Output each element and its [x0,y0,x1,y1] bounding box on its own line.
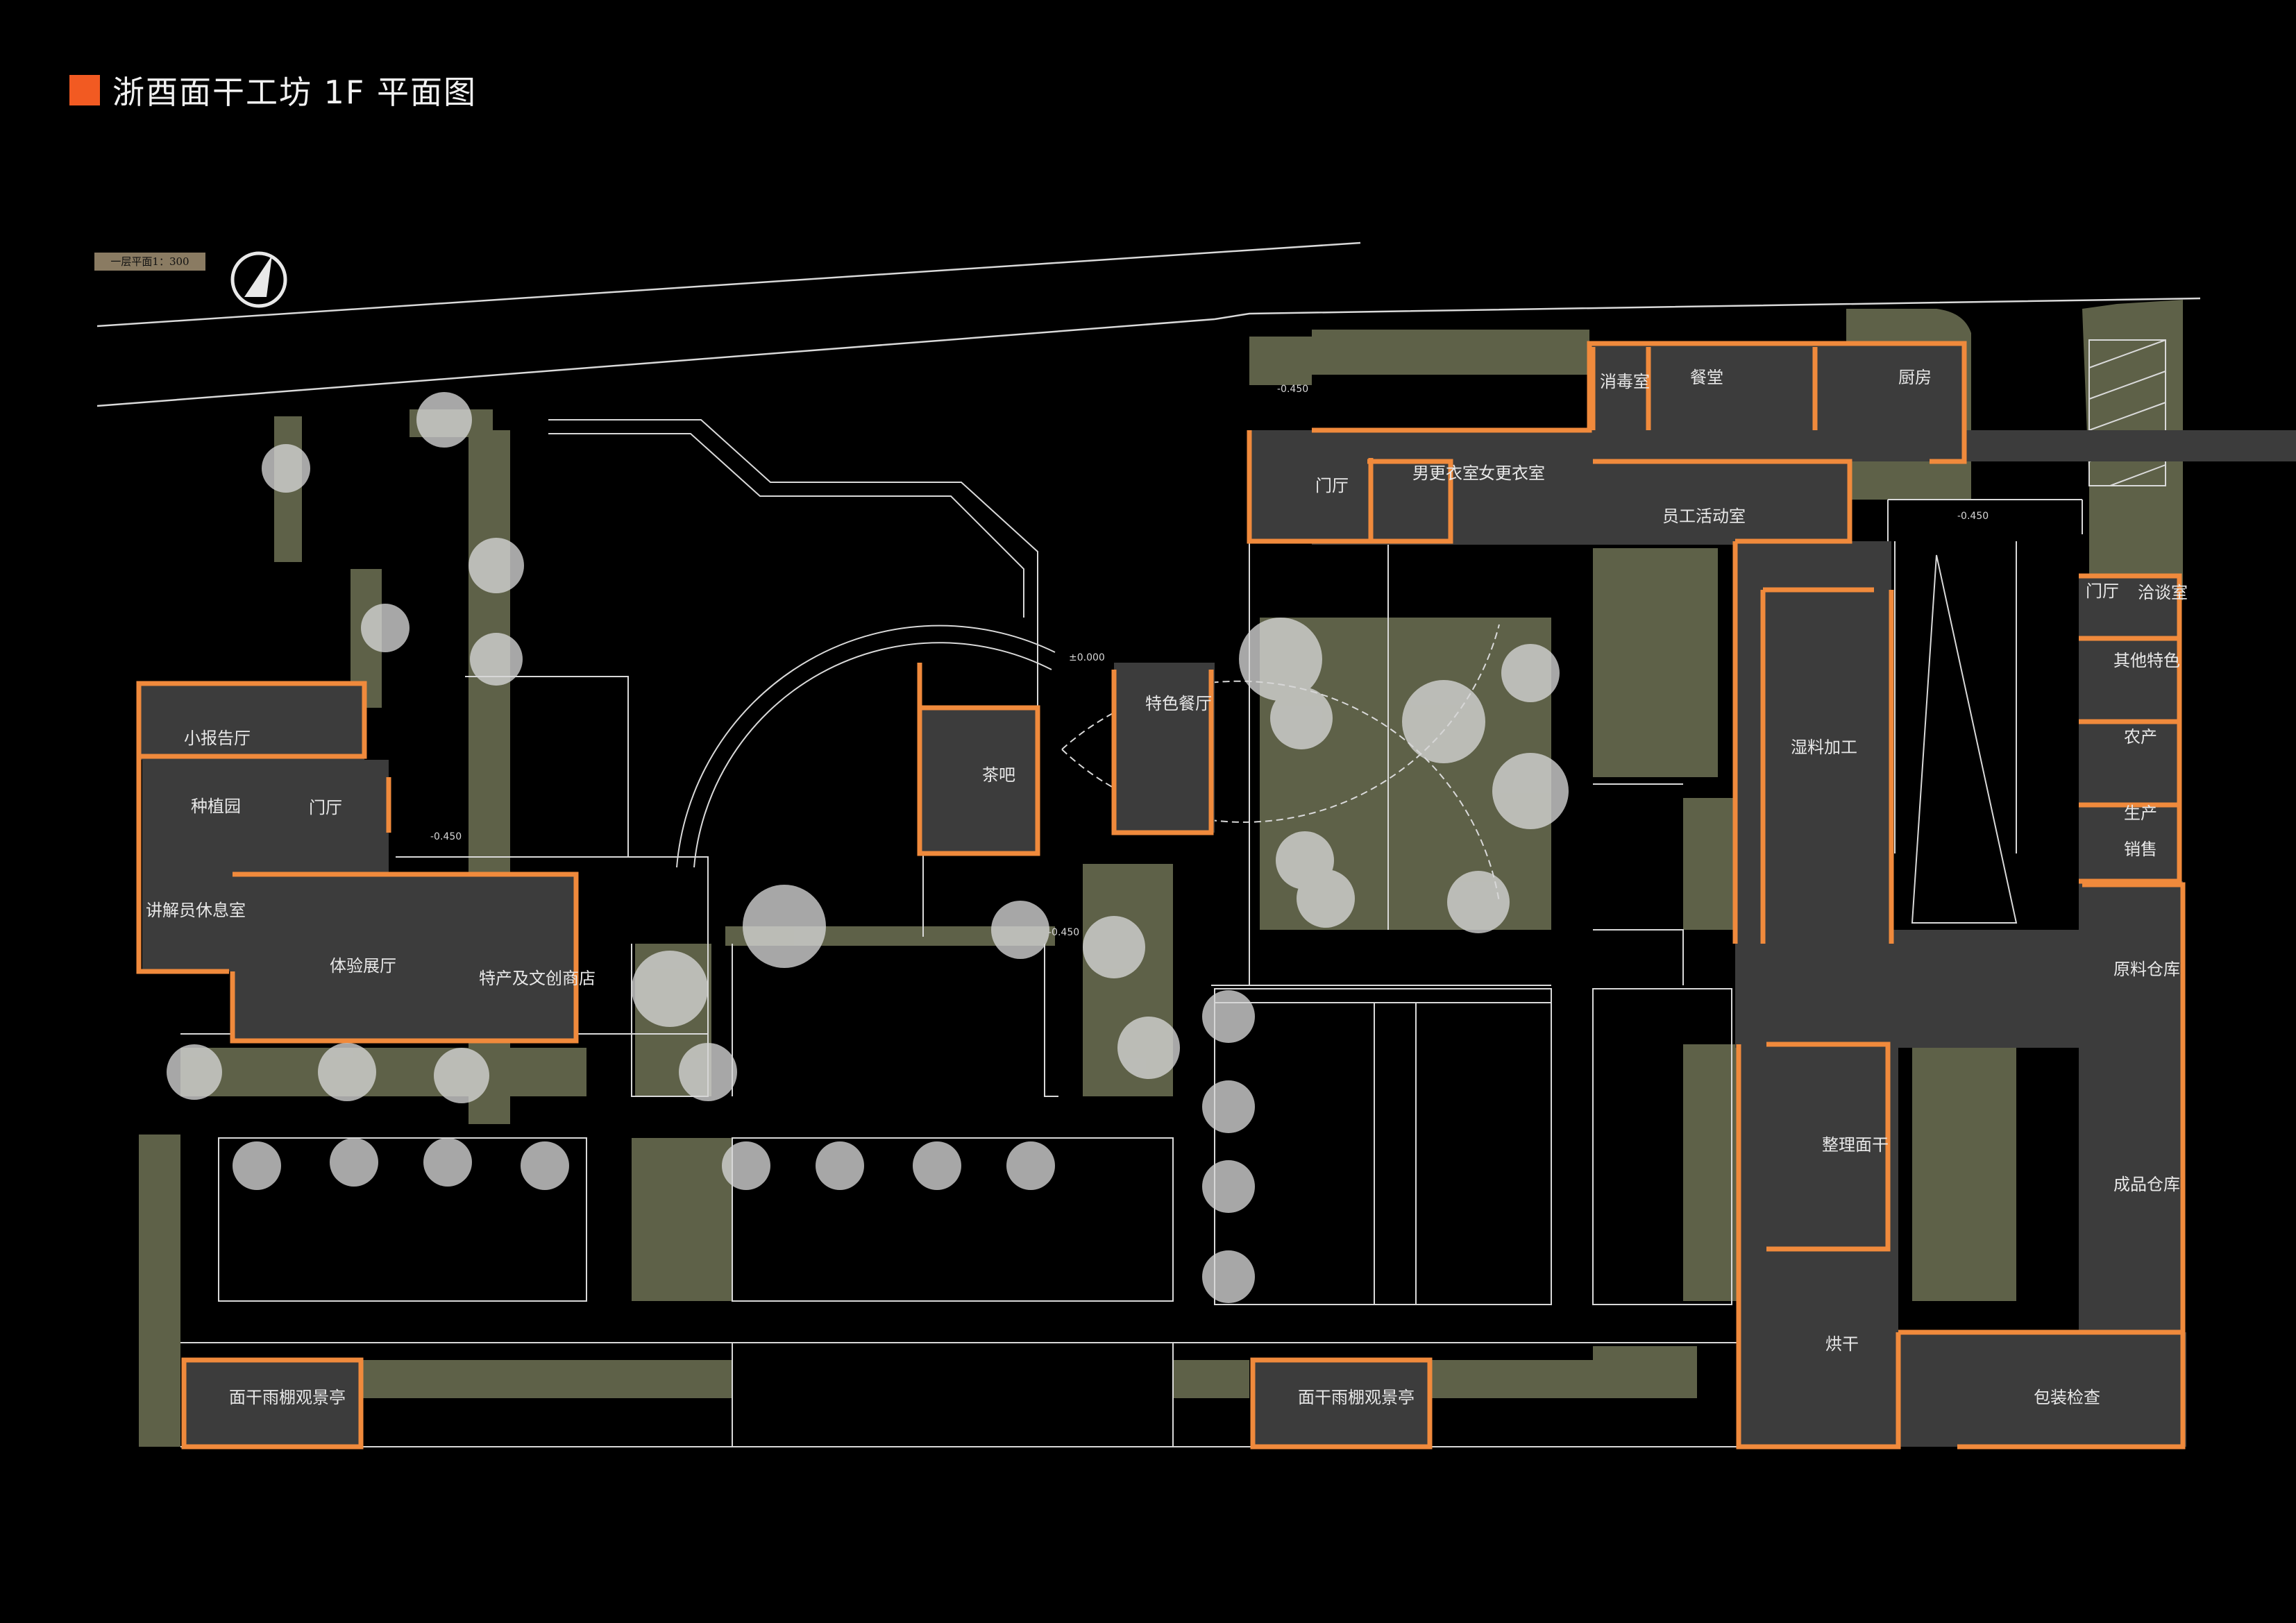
parking-hatch [2088,339,2166,486]
room-label: 门厅 [2086,581,2119,601]
room-label: 讲解员休息室 [146,901,246,920]
room-label: 茶吧 [982,765,1015,785]
room-label: 销售 [2124,840,2157,859]
room-label: 湿料加工 [1791,738,1857,757]
page-title: 浙酉面干工坊 1F 平面图 [112,74,477,111]
room-label: 包装检查 [2034,1388,2100,1407]
room-label: 面干雨棚观景亭 [1298,1388,1415,1407]
scale-tag: 一层平面1：300 [94,253,205,271]
room-label: 烘干 [1825,1334,1859,1354]
trees [167,392,1569,1303]
room-labels: 小报告厅 种植园 门厅 讲解员休息室 体验展厅 特产及文创商店 茶吧 特色餐厅 … [146,368,2188,1407]
road-lines [96,241,2201,407]
building-floors [139,343,2296,1447]
room-label: 女更衣室 [1478,464,1545,483]
room-label: 男更衣室 [1412,464,1479,483]
room-label: 其他特色 [2113,651,2180,670]
room-label: 消毒室 [1600,372,1650,391]
room-label: 洽谈室 [2138,583,2188,602]
level-mark: -0.450 [1048,927,1079,938]
room-label: 整理面干 [1822,1135,1889,1155]
room-label: 员工活动室 [1662,507,1746,526]
north-arrow-icon [230,251,287,308]
room-label: 生产 [2124,804,2157,823]
room-label: 特色餐厅 [1145,694,1212,713]
room-label: 成品仓库 [2113,1175,2180,1194]
level-mark: ±0.000 [1069,652,1105,663]
walls [136,341,2186,1450]
room-label: 体验展厅 [330,956,396,976]
title-bar: 浙酉面干工坊 1F 平面图 [69,69,477,111]
room-label: 种植园 [191,797,241,816]
room-label: 门厅 [1315,476,1349,495]
room-label: 面干雨棚观景亭 [229,1388,346,1407]
room-label: 特产及文创商店 [479,969,596,988]
title-swatch [69,75,100,105]
room-label: 门厅 [309,798,342,817]
level-mark: -0.450 [1957,511,1989,522]
level-marks: -0.450 -0.450 ±0.000 -0.450 -0.450 [430,384,1989,938]
level-mark: -0.450 [1277,384,1308,395]
room-label: 厨房 [1898,368,1932,387]
room-label: 小报告厅 [184,729,251,748]
room-label: 餐堂 [1690,368,1723,387]
room-label: 原料仓库 [2113,960,2180,979]
level-mark: -0.450 [430,831,462,842]
room-label: 农产 [2124,727,2157,747]
